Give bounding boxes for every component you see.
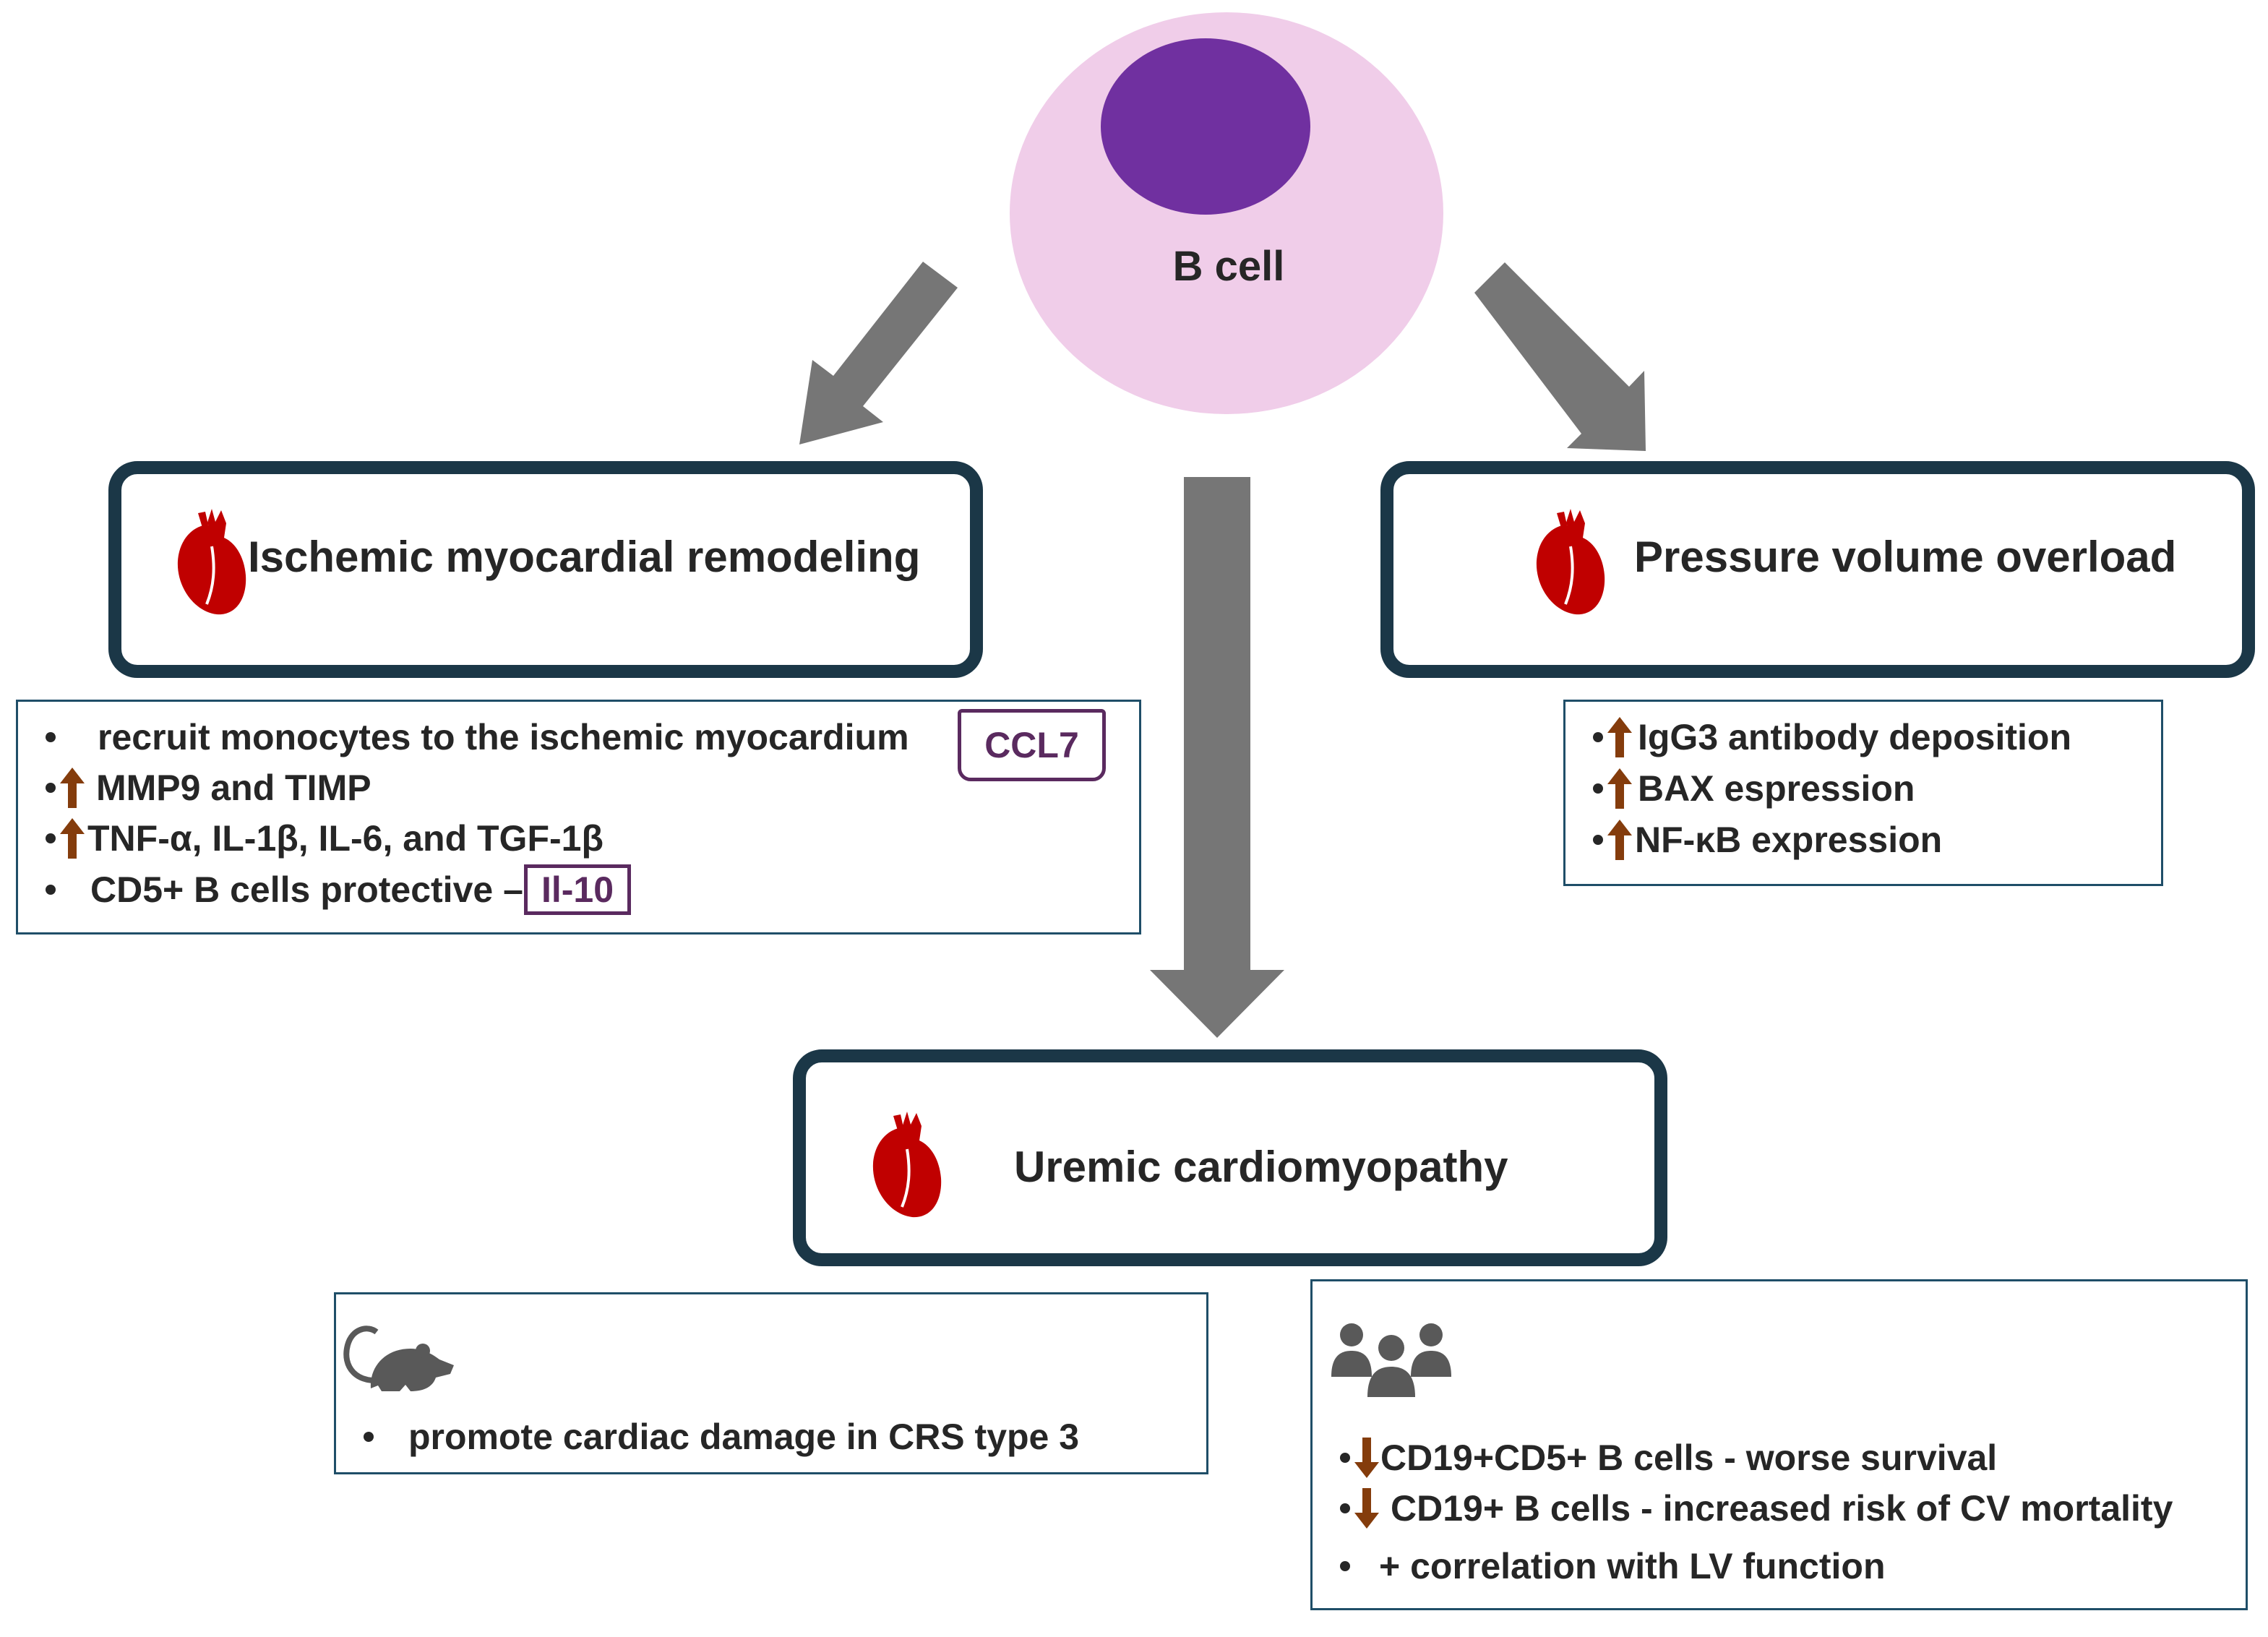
up-arrow-icon bbox=[1607, 768, 1632, 809]
mouse-icon bbox=[343, 1326, 454, 1391]
bullet-icon bbox=[1593, 732, 1603, 742]
uremic-title: Uremic cardiomyopathy bbox=[1014, 1143, 1508, 1191]
people-icon bbox=[1331, 1323, 1451, 1397]
list-item: + correlation with LV function bbox=[1340, 1545, 1886, 1587]
arrow-to-pressure bbox=[1474, 262, 1646, 451]
bullet-icon bbox=[1340, 1561, 1350, 1571]
heart-icon bbox=[177, 509, 246, 615]
list-item: promote cardiac damage in CRS type 3 bbox=[364, 1416, 1079, 1458]
bullet-icon bbox=[1340, 1503, 1350, 1513]
il10-tag: Il-10 bbox=[524, 864, 631, 915]
bullet-icon bbox=[46, 885, 56, 895]
ischemic-box: Ischemic myocardial remodeling bbox=[108, 461, 983, 678]
bullet-icon bbox=[46, 732, 56, 742]
bullet-icon bbox=[1593, 783, 1603, 794]
up-arrow-icon bbox=[60, 768, 85, 808]
heart-icon bbox=[872, 1112, 942, 1218]
up-arrow-icon bbox=[1607, 820, 1632, 860]
list-item: MMP9 and TIMP bbox=[46, 767, 371, 809]
human-detail-box: CD19+CD5+ B cells - worse survival CD19+… bbox=[1310, 1279, 2248, 1610]
ccl7-tag: CCL7 bbox=[958, 709, 1106, 781]
arrow-to-ischemic bbox=[799, 262, 958, 444]
list-item: recruit monocytes to the ischemic myocar… bbox=[46, 716, 909, 758]
animal-detail-box: promote cardiac damage in CRS type 3 bbox=[334, 1292, 1208, 1474]
list-item: IgG3 antibody deposition bbox=[1593, 716, 2071, 758]
ischemic-detail-box: recruit monocytes to the ischemic myocar… bbox=[16, 700, 1141, 934]
bullet-icon bbox=[1593, 835, 1603, 845]
list-item: CD5+ B cells protective – bbox=[46, 869, 523, 911]
list-item: NF-κB expression bbox=[1593, 819, 1942, 861]
down-arrow-icon bbox=[1354, 1438, 1379, 1478]
bullet-icon bbox=[1340, 1453, 1350, 1463]
list-item: CD19+ B cells - increased risk of CV mor… bbox=[1340, 1487, 2173, 1529]
up-arrow-icon bbox=[1607, 717, 1632, 757]
bullet-icon bbox=[46, 783, 56, 793]
b-cell-nucleus bbox=[1101, 38, 1310, 215]
pressure-box: Pressure volume overload bbox=[1380, 461, 2255, 678]
list-item: CD19+CD5+ B cells - worse survival bbox=[1340, 1437, 1997, 1479]
heart-icon bbox=[1536, 509, 1605, 615]
pressure-detail-box: IgG3 antibody deposition BAX espression … bbox=[1563, 700, 2163, 886]
ischemic-title: Ischemic myocardial remodeling bbox=[248, 533, 921, 581]
bullet-icon bbox=[46, 833, 56, 843]
up-arrow-icon bbox=[60, 818, 85, 859]
arrow-to-uremic bbox=[1150, 477, 1284, 1038]
down-arrow-icon bbox=[1354, 1488, 1379, 1529]
b-cell-label: B cell bbox=[1172, 243, 1285, 290]
list-item: BAX espression bbox=[1593, 768, 1915, 809]
bullet-icon bbox=[364, 1432, 374, 1442]
pressure-title: Pressure volume overload bbox=[1634, 533, 2177, 581]
uremic-box: Uremic cardiomyopathy bbox=[793, 1049, 1667, 1266]
list-item: TNF-α, IL-1β, IL-6, and TGF-1β bbox=[46, 817, 603, 859]
